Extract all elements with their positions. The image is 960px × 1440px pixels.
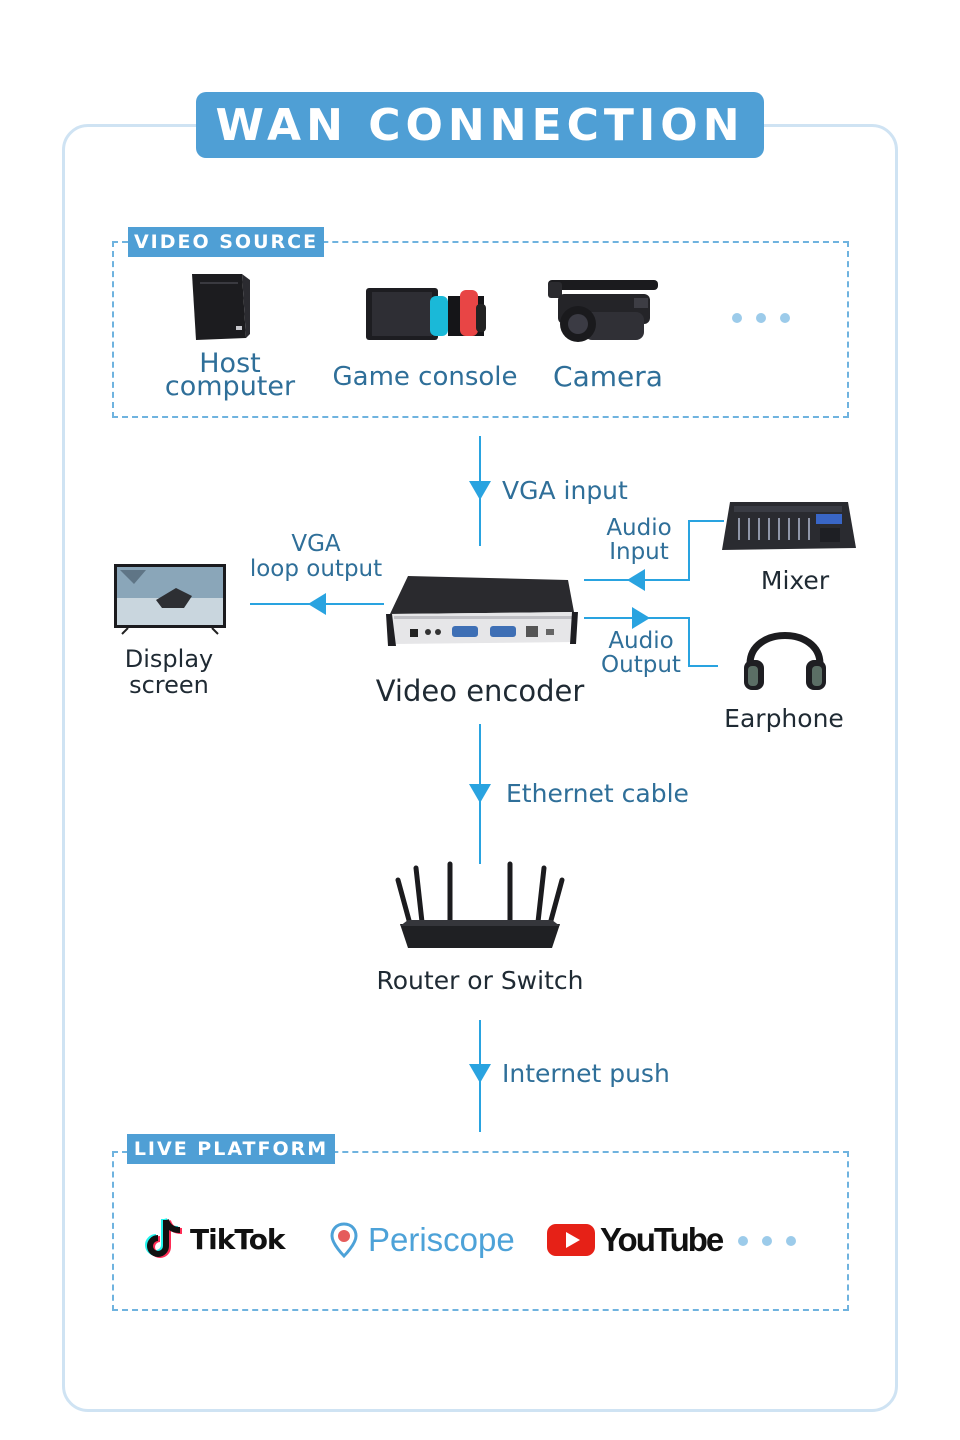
display-screen-icon xyxy=(114,564,226,635)
tiktok-logo: TikTok xyxy=(144,1216,304,1262)
game-console-label: Game console xyxy=(332,362,518,392)
host-computer-icon xyxy=(192,274,250,340)
camera-icon xyxy=(548,280,658,342)
periscope-logo: Periscope xyxy=(330,1218,520,1262)
vga-loop-label-2: loop output xyxy=(249,556,383,582)
host-computer-label-1: Host xyxy=(199,348,261,379)
video-encoder-icon xyxy=(386,576,578,646)
periscope-label: Periscope xyxy=(368,1221,515,1258)
tiktok-label: TikTok xyxy=(190,1222,286,1256)
mixer: Mixer xyxy=(716,496,864,606)
router-label: Router or Switch xyxy=(376,966,584,995)
audio-input-label-1: Audio xyxy=(606,515,672,541)
vga-loop-label-1: VGA xyxy=(291,531,341,557)
more-sources-dots xyxy=(732,313,790,323)
router: Router or Switch xyxy=(370,860,590,1010)
audio-output-label-1: Audio xyxy=(608,628,674,654)
router-icon xyxy=(395,861,565,948)
live-platform-box xyxy=(112,1151,849,1311)
video-encoder-label: Video encoder xyxy=(375,674,585,708)
game-console: Game console xyxy=(330,282,520,402)
vga-loop-label: VGA loop output xyxy=(240,532,392,582)
vga-input-label: VGA input xyxy=(502,476,628,505)
page-title: WAN CONNECTION xyxy=(196,92,764,158)
camera: Camera xyxy=(530,272,680,402)
more-platforms-dots xyxy=(738,1236,796,1246)
host-computer-label-2: computer xyxy=(164,371,296,402)
game-console-icon xyxy=(366,288,486,340)
video-source-tag: VIDEO SOURCE xyxy=(128,227,324,257)
video-source-box xyxy=(112,241,849,418)
tiktok-icon xyxy=(145,1218,183,1258)
periscope-icon xyxy=(330,1222,358,1259)
video-encoder: Video encoder xyxy=(370,572,590,712)
audio-input-label: Audio Input xyxy=(596,516,682,564)
mixer-label: Mixer xyxy=(760,566,830,595)
mixer-icon xyxy=(722,502,856,550)
arrow-down-ethernet xyxy=(469,784,491,803)
internet-push-label: Internet push xyxy=(502,1059,670,1088)
earphone: Earphone xyxy=(720,618,850,736)
display-label-1: Display xyxy=(124,645,214,673)
youtube-icon xyxy=(547,1224,595,1256)
audio-output-label: Audio Output xyxy=(596,629,686,677)
audio-output-label-2: Output xyxy=(601,652,681,678)
arrow-left-audio-in xyxy=(627,569,645,591)
arrow-down-internet xyxy=(469,1064,491,1083)
youtube-logo: YouTube xyxy=(546,1216,724,1264)
host-computer: Host computer xyxy=(150,268,310,408)
live-platform-tag: LIVE PLATFORM xyxy=(127,1134,335,1164)
youtube-label: YouTube xyxy=(600,1221,724,1258)
earphone-label: Earphone xyxy=(724,704,844,733)
ethernet-label: Ethernet cable xyxy=(506,779,689,808)
camera-label: Camera xyxy=(553,360,663,393)
display-label-2: screen xyxy=(129,671,209,699)
arrow-right-audio-out xyxy=(632,607,650,629)
arrow-left-vga-loop xyxy=(308,593,326,615)
audio-input-label-2: Input xyxy=(609,539,669,565)
display-screen: Display screen xyxy=(106,562,232,702)
arrow-down-vga xyxy=(469,481,491,500)
earphone-icon xyxy=(744,632,826,690)
